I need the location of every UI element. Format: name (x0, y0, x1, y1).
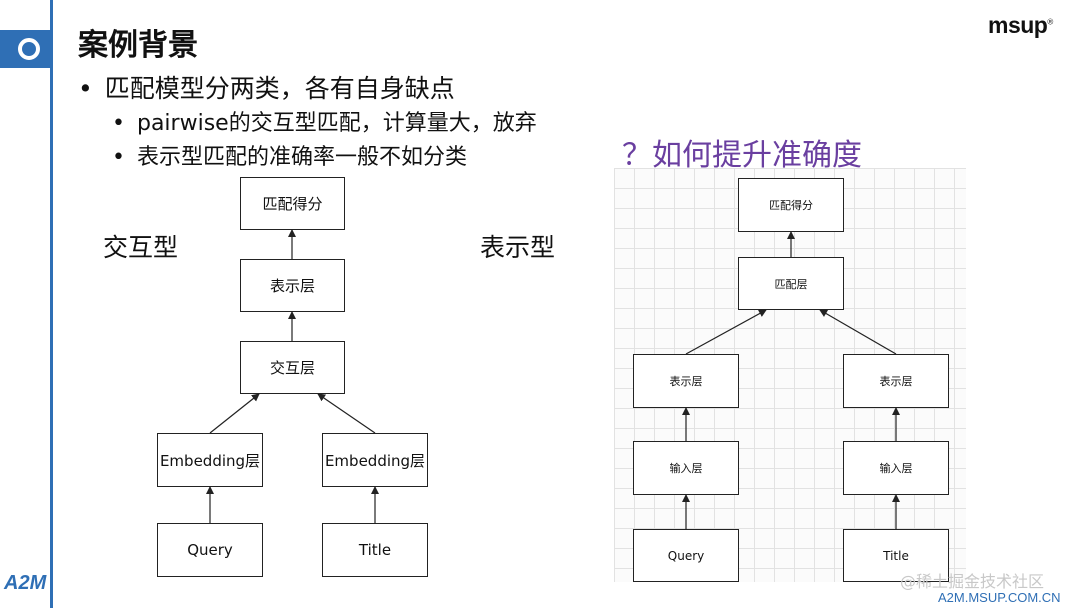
interaction-layer-box: 交互层 (240, 341, 345, 394)
brand-logo: msup® (988, 12, 1053, 39)
left-representation-box: 表示层 (240, 259, 345, 312)
section-marker (0, 30, 50, 68)
bullet-text: 匹配模型分两类，各有自身缺点 (104, 74, 455, 103)
left-score-box: 匹配得分 (240, 177, 345, 230)
bullet-level2-second: • 表示型匹配的准确率一般不如分类 (112, 141, 467, 175)
brand-name: msup (988, 12, 1048, 38)
input-right-box: 输入层 (843, 441, 949, 495)
bullet-level1: • 匹配模型分两类，各有自身缺点 (78, 72, 455, 106)
right-query-box: Query (633, 529, 739, 582)
arrow-embedding-left-to-interaction (209, 393, 260, 434)
registered-mark: ® (1047, 17, 1053, 27)
left-accent-bar (50, 0, 53, 608)
arrow-repr-right-to-match (819, 309, 897, 355)
bullet-text: pairwise的交互型匹配，计算量大，放弃 (136, 111, 537, 136)
representation-type-label: 表示型 (480, 233, 556, 262)
question-heading: ？如何提升准确度 (622, 138, 862, 173)
embedding-right-box: Embedding层 (322, 433, 428, 487)
input-left-box: 输入层 (633, 441, 739, 495)
circle-icon (18, 38, 40, 60)
bullet-level2-first: • pairwise的交互型匹配，计算量大，放弃 (112, 107, 537, 141)
arrow-embedding-right-to-interaction (317, 393, 376, 434)
interaction-type-label: 交互型 (103, 233, 179, 262)
right-score-box: 匹配得分 (738, 178, 844, 232)
matching-layer-box: 匹配层 (738, 257, 844, 310)
bullet-dot: • (112, 111, 125, 136)
a2m-logo: A2M (4, 572, 47, 594)
left-title-box: Title (322, 523, 428, 577)
footer-url: A2M.MSUP.COM.CN (938, 590, 1061, 605)
left-query-box: Query (157, 523, 263, 577)
repr-left-box: 表示层 (633, 354, 739, 408)
slide-title: 案例背景 (78, 28, 198, 63)
bullet-text: 表示型匹配的准确率一般不如分类 (136, 145, 467, 170)
embedding-left-box: Embedding层 (157, 433, 263, 487)
right-title-box: Title (843, 529, 949, 582)
bullet-dot: • (78, 74, 93, 103)
bullet-dot: • (112, 145, 125, 170)
watermark: @稀土掘金技术社区 (900, 572, 1045, 591)
arrow-repr-left-to-match (685, 309, 767, 355)
repr-right-box: 表示层 (843, 354, 949, 408)
